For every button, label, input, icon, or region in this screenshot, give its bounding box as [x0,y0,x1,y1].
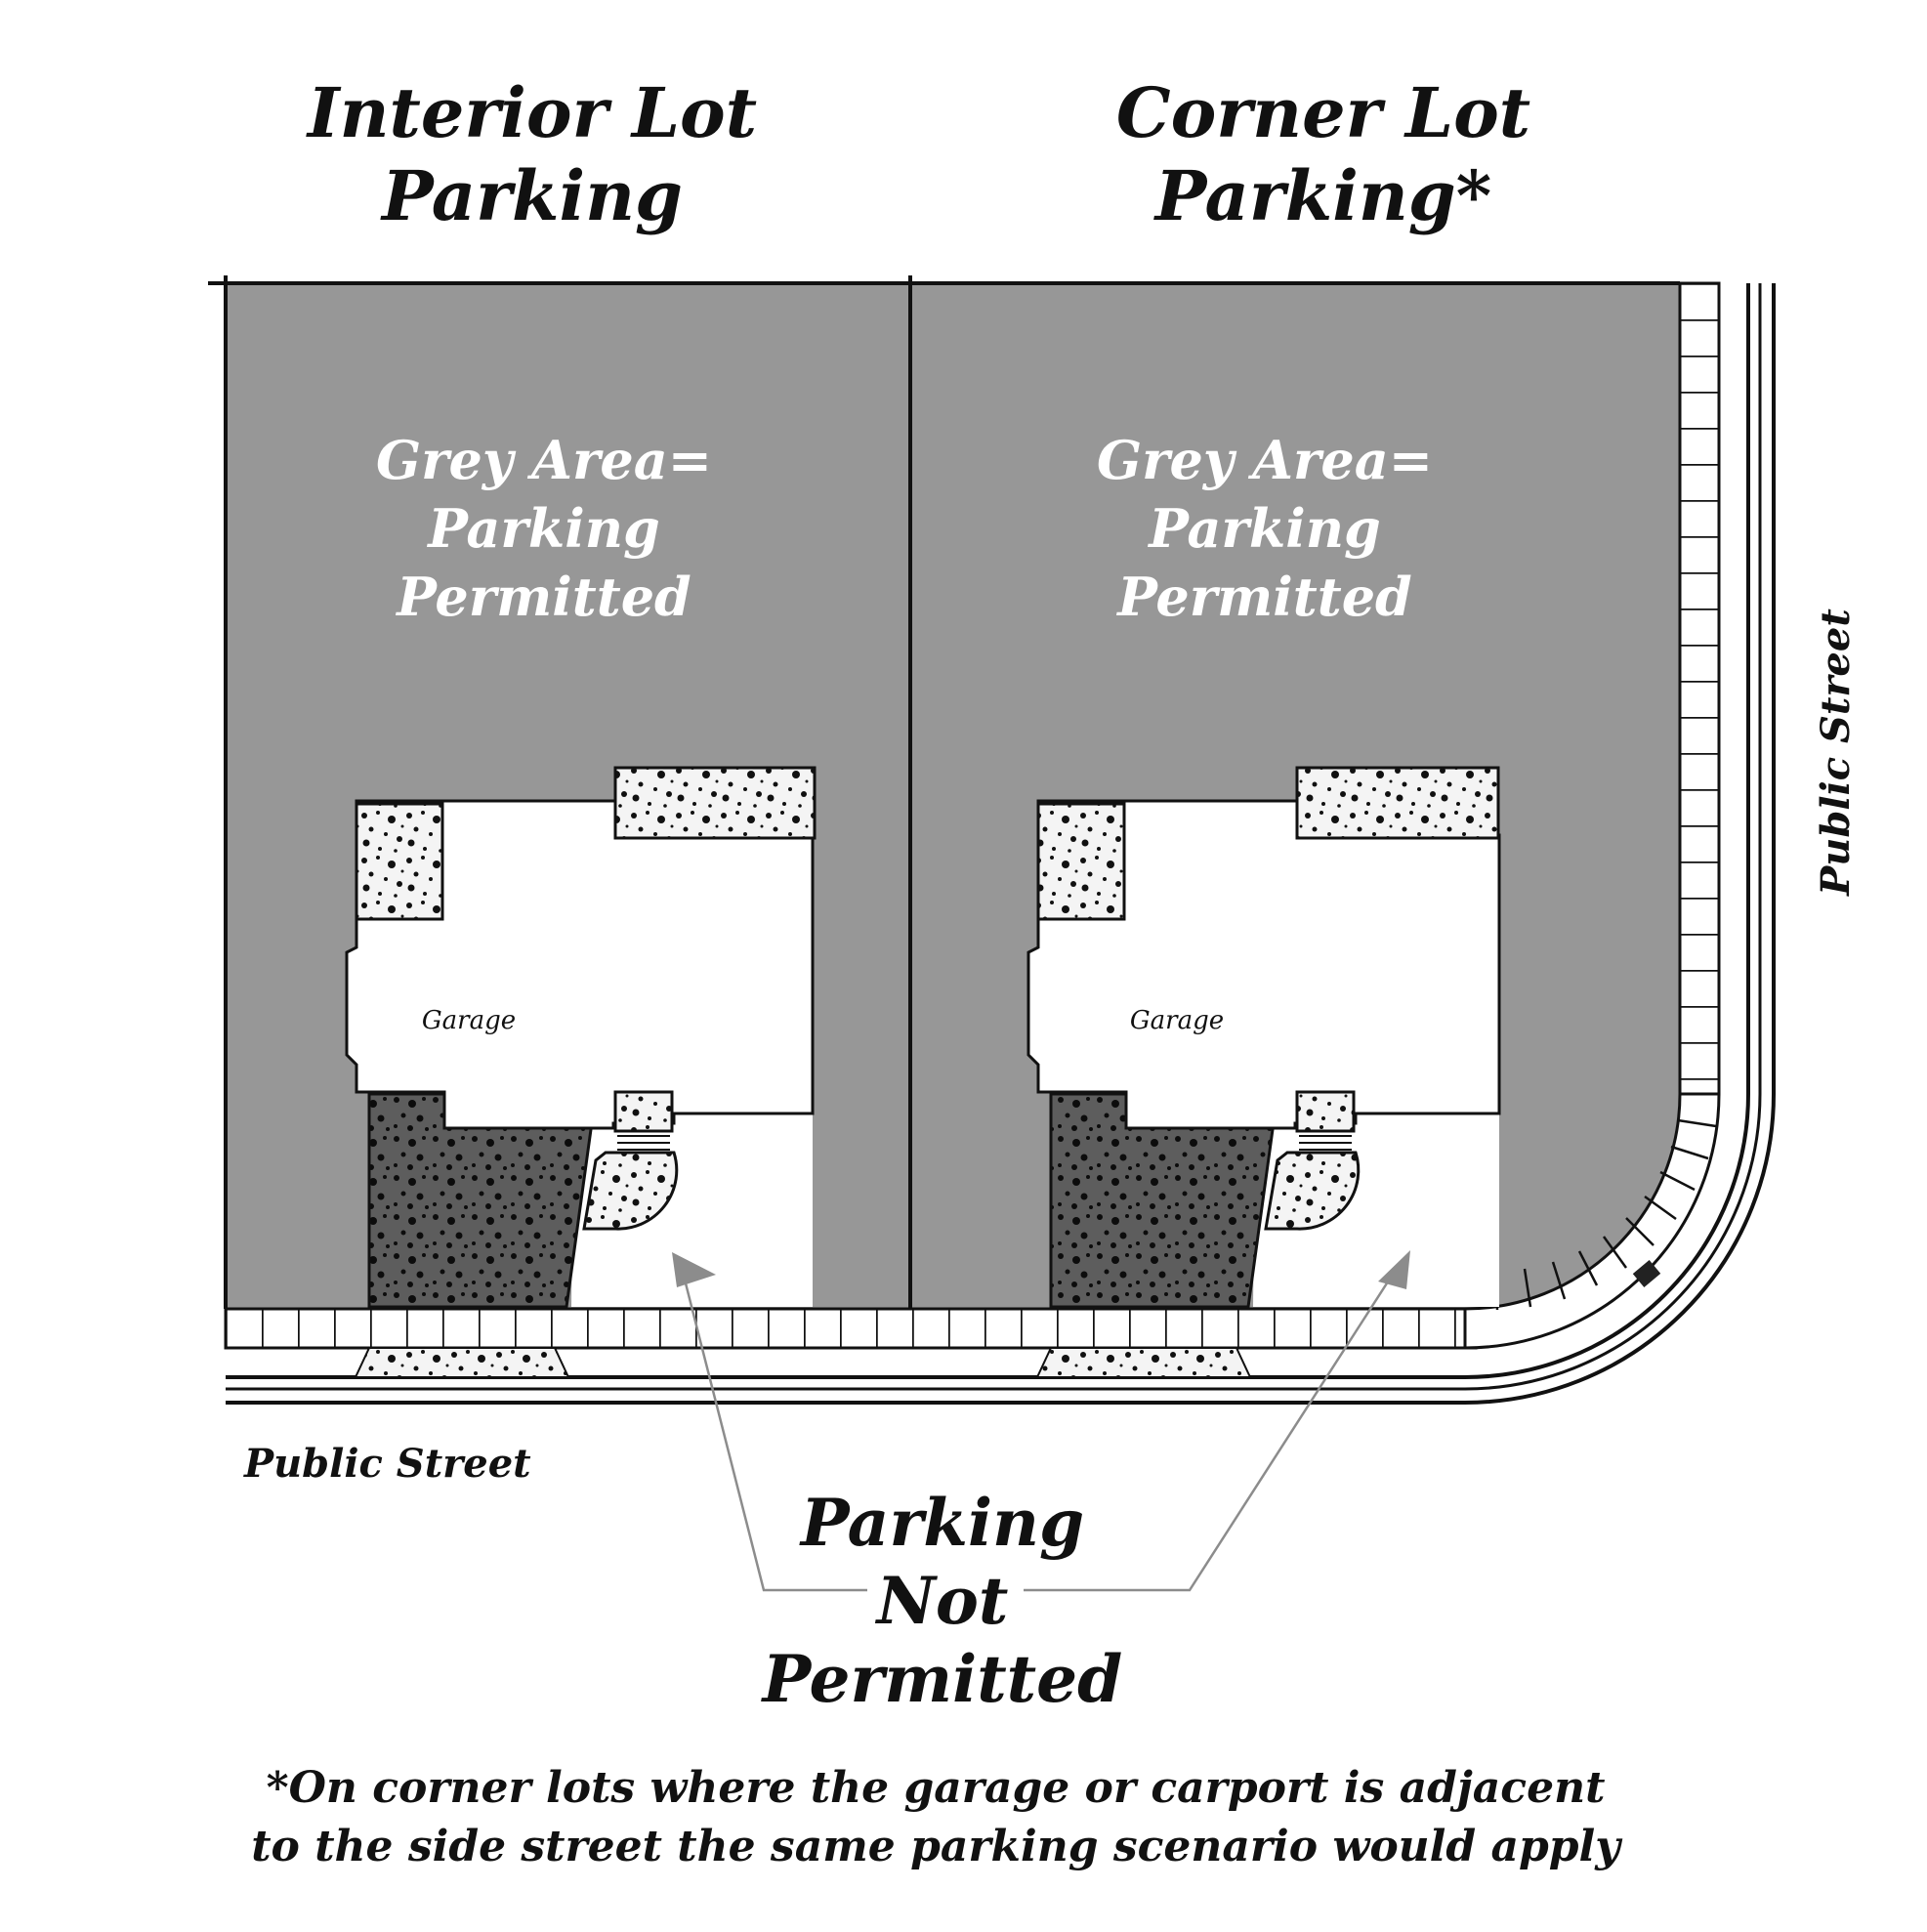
corner-planter-top [1295,766,1500,840]
interior-planter-step [613,1090,674,1133]
arrow-line-interior [682,1275,867,1592]
corner-grey-label-3: Permitted [1115,566,1412,628]
corner-planter-left [1036,802,1126,921]
corner-planter-step [1295,1090,1356,1133]
corner-title-line1: Corner Lot [1116,72,1530,153]
arrow-head-interior [672,1252,716,1287]
interior-house: Garage [345,766,817,1309]
corner-sidewalk [1463,1092,1721,1350]
corner-title-line2: Parking* [1153,155,1492,236]
side-street-label: Public Street [1813,609,1859,897]
interior-title-line1: Interior Lot [306,72,757,153]
interior-planter-left [355,802,444,921]
interior-planter-top [613,766,817,840]
arrow-head-corner [1378,1250,1410,1289]
interior-grey-label-3: Permitted [395,566,691,628]
side-sidewalk [1678,281,1721,1096]
curb-curve-1 [1464,1093,1750,1379]
interior-driveway-apron [354,1347,570,1378]
interior-grey-label-1: Grey Area= [376,429,712,491]
corner-drain [1632,1260,1661,1287]
interior-grey-label-2: Parking [426,497,660,560]
corner-driveway-apron [1035,1347,1252,1378]
corner-walkway [1264,1151,1361,1231]
arrow-line-corner [1024,1275,1394,1592]
footnote-line1: *On corner lots where the garage or carp… [267,1763,1606,1813]
not-permitted-line1: Parking [799,1485,1084,1561]
not-permitted-line2: Not [875,1563,1009,1639]
corner-sidewalk-joints [1494,1118,1717,1311]
interior-title-line2: Parking [380,155,683,236]
corner-grey-label-2: Parking [1147,497,1381,560]
interior-walkway [582,1151,679,1231]
not-permitted-line3: Permitted [761,1641,1123,1717]
interior-garage-label: Garage [422,1006,516,1035]
curb-curve-3 [1464,1093,1776,1405]
footnote-line2: to the side street the same parking scen… [251,1822,1623,1871]
corner-garage-label: Garage [1130,1006,1224,1035]
curb-curve-2 [1464,1093,1762,1391]
corner-grey-label-1: Grey Area= [1097,429,1433,491]
bottom-sidewalk [224,1307,1478,1350]
bottom-street-label: Public Street [243,1441,531,1487]
corner-house: Garage [1026,766,1501,1309]
